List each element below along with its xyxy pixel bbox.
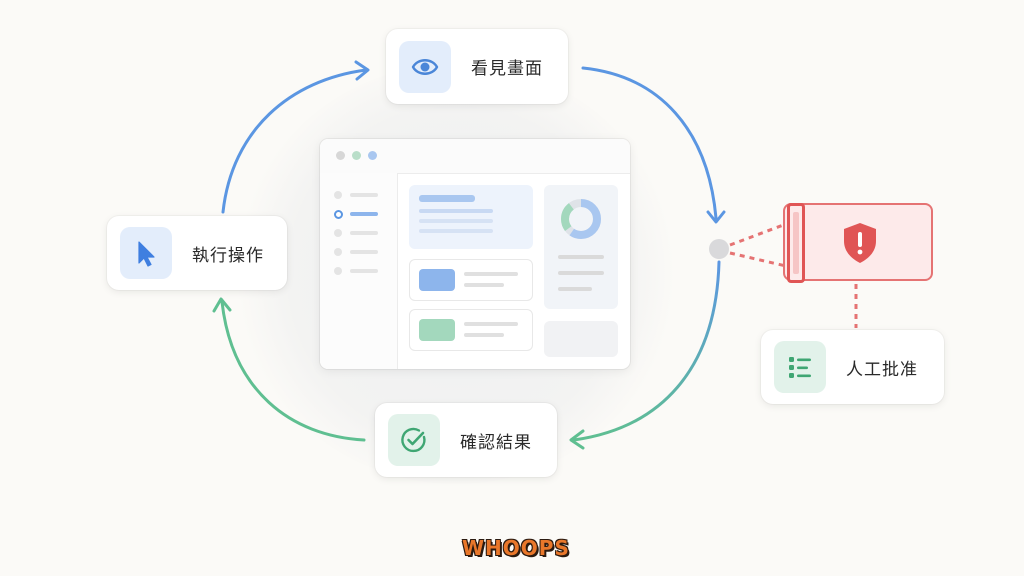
node-verify-result: 確認結果 xyxy=(375,403,557,477)
cursor-arrow-icon xyxy=(138,241,155,267)
browser-window-mockup xyxy=(320,139,630,369)
checkpoint-dot xyxy=(709,239,729,259)
mockup-list-card-blue xyxy=(409,259,533,301)
node-act-label: 執行操作 xyxy=(192,245,264,266)
node-approve-label: 人工批准 xyxy=(846,359,918,380)
check-circle-icon xyxy=(401,427,426,453)
mockup-sidebar-item-active xyxy=(334,210,384,220)
window-dot-blue xyxy=(368,151,377,160)
mockup-sidebar-item xyxy=(334,248,384,258)
checklist-icon xyxy=(789,357,811,378)
window-dot-grey xyxy=(336,151,345,160)
eye-icon xyxy=(411,58,439,75)
mockup-sidebar-item xyxy=(334,191,384,201)
mockup-sidebar-item xyxy=(334,229,384,239)
mockup-footer-panel xyxy=(544,321,618,357)
donut-chart-icon xyxy=(561,199,601,239)
mockup-chart-panel xyxy=(544,185,618,309)
arrowhead-verify xyxy=(569,429,585,450)
gate-post xyxy=(787,203,805,283)
mockup-sidebar xyxy=(320,173,398,369)
window-dot-green xyxy=(352,151,361,160)
mockup-header-panel xyxy=(409,185,533,249)
mockup-titlebar xyxy=(320,139,630,174)
arrow-see-to-guard xyxy=(581,66,718,220)
arrow-verify-to-act xyxy=(220,300,366,442)
whoops-watermark-logo: WHOOPS xyxy=(462,536,570,560)
node-perform-action: 執行操作 xyxy=(107,216,287,290)
mockup-list-card-green xyxy=(409,309,533,351)
arrow-guard-to-verify xyxy=(572,260,721,442)
node-see-screen: 看見畫面 xyxy=(386,29,568,104)
arrow-act-to-see xyxy=(221,68,368,214)
shield-alert-icon xyxy=(844,223,876,263)
arrowhead-guard xyxy=(706,210,726,224)
safety-gate xyxy=(783,203,933,283)
node-human-approval: 人工批准 xyxy=(761,330,944,404)
arrowhead-act xyxy=(212,297,232,313)
node-verify-label: 確認結果 xyxy=(460,432,532,453)
mockup-sidebar-item xyxy=(334,267,384,277)
dashed-connector-top xyxy=(729,222,787,247)
arrowhead-see xyxy=(354,60,370,81)
dashed-connector-bottom xyxy=(729,251,787,268)
node-see-label: 看見畫面 xyxy=(471,59,543,79)
